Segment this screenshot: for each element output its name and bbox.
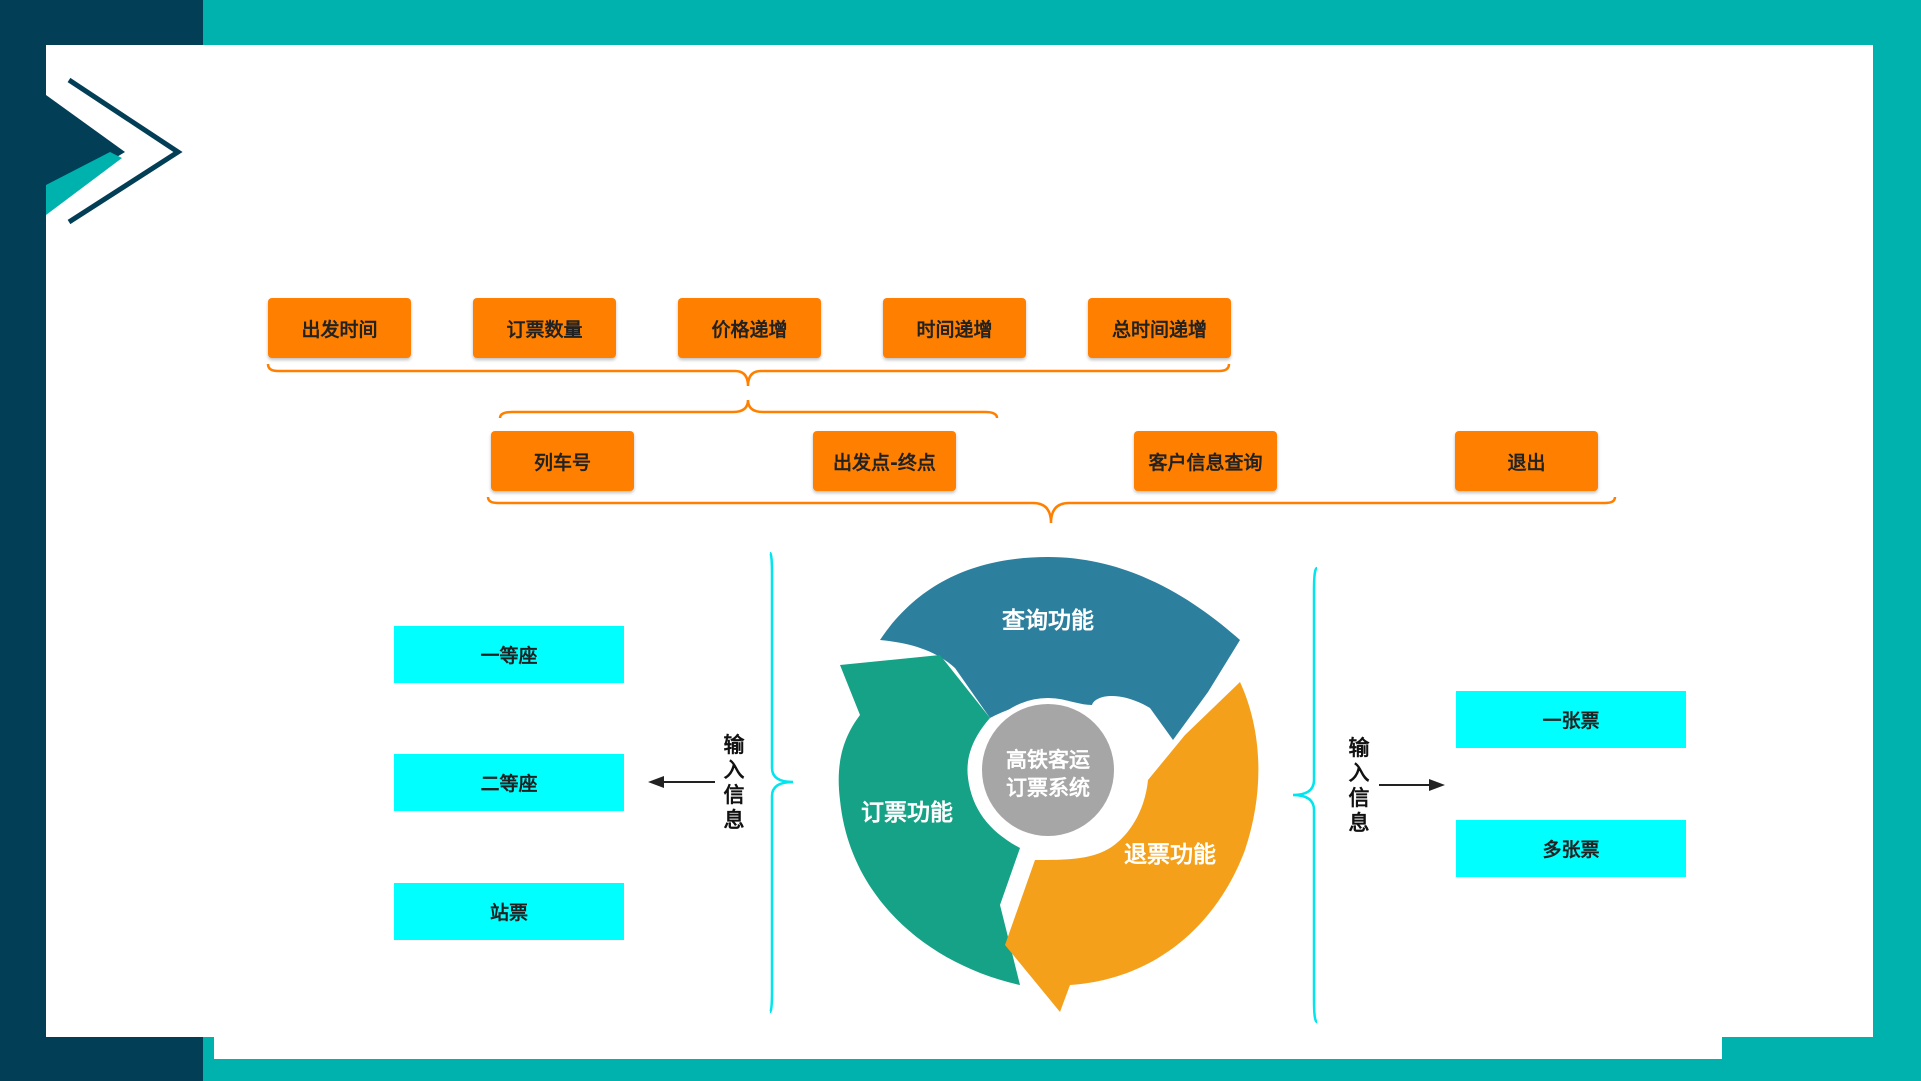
refund-label: 退票功能 (1124, 841, 1216, 868)
ticket-option-single[interactable]: 一张票 (1456, 691, 1686, 748)
center-label-line1: 高铁客运 (1006, 748, 1090, 772)
booking-label: 订票功能 (861, 799, 953, 826)
seat-option-second-class[interactable]: 二等座 (394, 754, 624, 811)
ticket-option-multiple[interactable]: 多张票 (1456, 820, 1686, 877)
query-label: 查询功能 (1002, 607, 1094, 634)
center-label-line2: 订票系统 (1006, 776, 1090, 800)
right-input-label: 输入信息 (1344, 736, 1374, 836)
seat-option-first-class[interactable]: 一等座 (394, 626, 624, 683)
left-input-label: 输入信息 (719, 733, 749, 833)
seat-option-standing[interactable]: 站票 (394, 883, 624, 940)
